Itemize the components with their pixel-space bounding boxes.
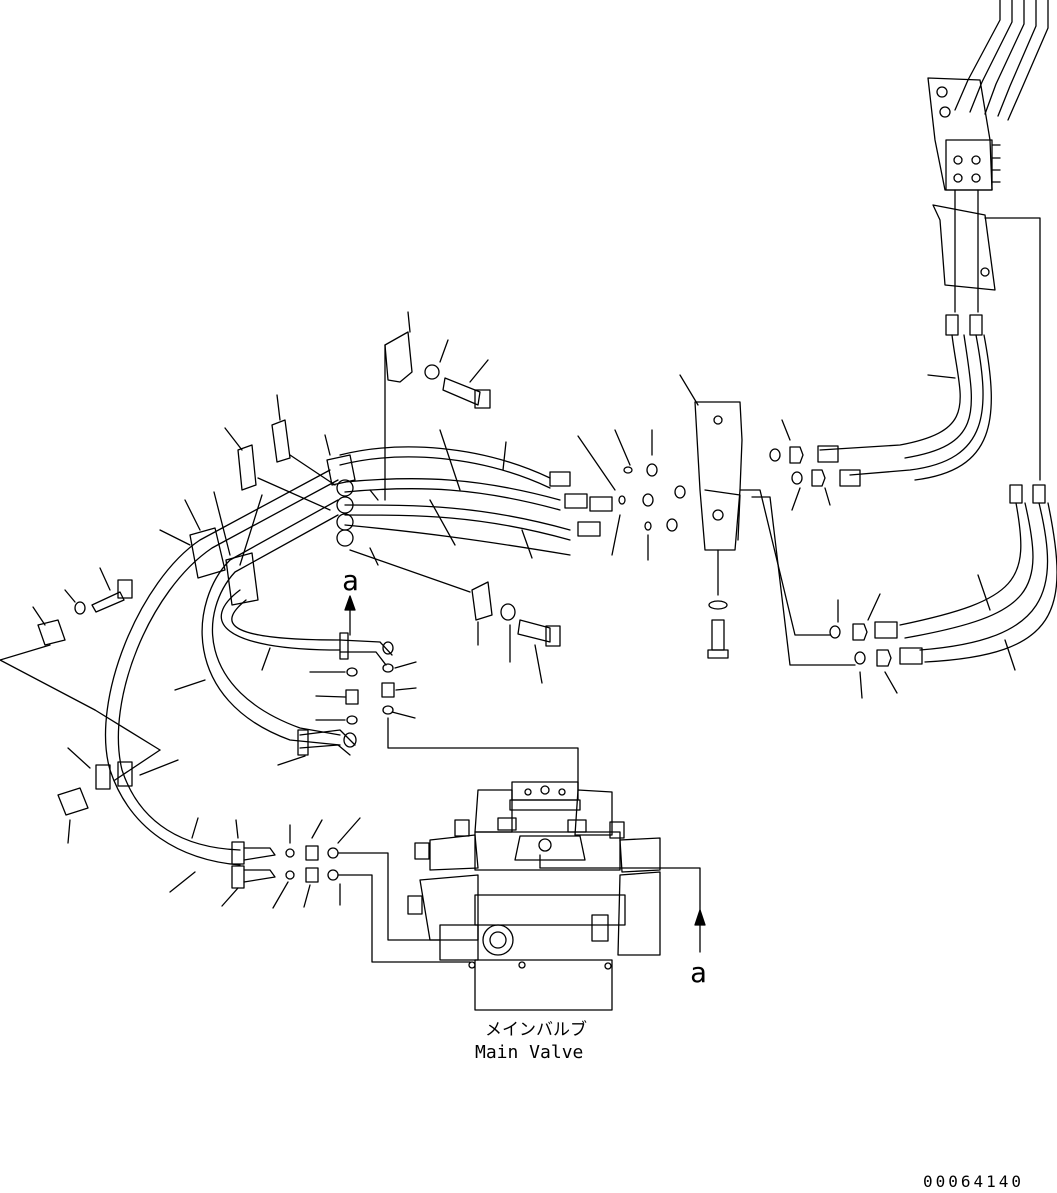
view-marker-bottom: a (690, 956, 707, 989)
lower-left-clamp (57, 747, 179, 844)
main-hose-bundle (339, 429, 686, 561)
right-hose-pair (819, 314, 992, 481)
far-right-hose-pair (899, 484, 1057, 671)
main-valve-body (407, 781, 701, 1011)
lower-clamp-bolt (471, 581, 561, 684)
far-left-clamp (0, 567, 161, 781)
drawing-number: 00064140 (923, 1172, 1024, 1191)
view-marker-top: a (342, 564, 359, 597)
fittings-mid-left (309, 661, 579, 791)
center-mounting-bracket (679, 374, 743, 659)
left-hose-routing (104, 469, 394, 866)
fittings-lower-right (739, 489, 923, 699)
fittings-lower-left (169, 817, 471, 963)
control-valve-assembly (927, 0, 1049, 481)
component-name-en: Main Valve (475, 1042, 583, 1063)
component-name-jp: メインバルブ (485, 1019, 587, 1040)
hose-clamp-assembly (224, 311, 491, 593)
fittings-right-of-bracket (769, 419, 861, 511)
